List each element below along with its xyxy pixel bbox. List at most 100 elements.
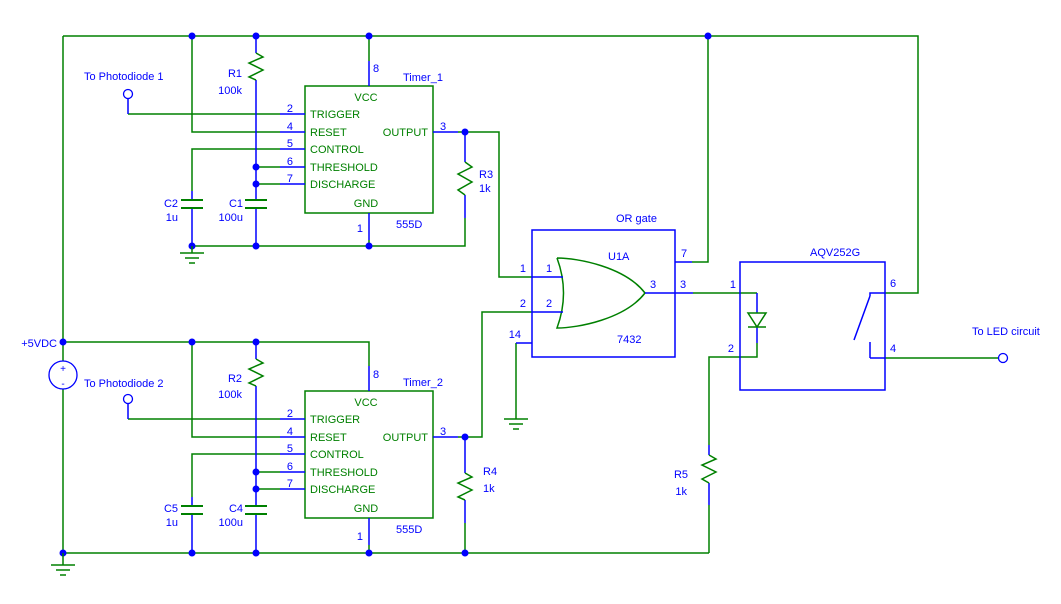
optocoupler-pinnum-6: 6 — [890, 278, 896, 290]
capacitor-c2[interactable]: C2 1u — [164, 191, 203, 246]
optocoupler-box[interactable] — [739, 261, 886, 391]
resistor-r2-body[interactable] — [247, 358, 265, 387]
resistor-r5-ref: R5 — [674, 469, 688, 481]
junction-dot — [461, 549, 469, 557]
timer1-pinnum-3: 3 — [440, 121, 446, 133]
resistor-r2[interactable]: R2 100k — [218, 342, 265, 505]
or-gate-pinnum-3-outer: 3 — [680, 279, 686, 291]
terminal-photodiode2-label: To Photodiode 2 — [84, 378, 164, 390]
relay-switch-symbol — [853, 292, 885, 359]
timer2-pinnum-8: 8 — [373, 369, 379, 381]
timer2-pin-trigger: TRIGGER — [310, 414, 360, 426]
timer2-pin-reset: RESET — [310, 432, 347, 444]
terminal-photodiode1-pin[interactable] — [122, 88, 134, 100]
resistor-r5[interactable]: R5 1k — [674, 445, 718, 505]
terminal-photodiode2-pin[interactable] — [122, 393, 134, 405]
wire-or-vcc — [692, 36, 709, 263]
or-gate-pinnum-14: 14 — [509, 329, 521, 341]
timer2-ic[interactable]: Timer_2 555D VCC TRIGGER RESET CONTROL T… — [280, 366, 458, 545]
timer1-pinnum-8: 8 — [373, 63, 379, 75]
timer1-pin-output: OUTPUT — [383, 127, 429, 139]
terminal-led-label: To LED circuit — [972, 326, 1040, 338]
resistor-r1-ref: R1 — [228, 68, 242, 80]
timer1-title: Timer_1 — [403, 72, 443, 84]
optocoupler-title: AQV252G — [810, 247, 860, 259]
optocoupler-pinnum-1: 1 — [730, 279, 736, 291]
capacitor-c1[interactable]: C1 100u — [219, 198, 267, 246]
capacitor-c2-plates[interactable] — [181, 199, 203, 209]
ground-symbol-main — [51, 553, 75, 576]
optocoupler-ic[interactable]: AQV252G 1 2 6 4 — [728, 247, 896, 391]
timer2-title: Timer_2 — [403, 377, 443, 389]
resistor-r3[interactable]: R3 1k — [456, 132, 493, 218]
wire-control2 — [191, 453, 280, 497]
or-gate-pinnum-1-inner: 1 — [546, 263, 552, 275]
resistor-r4-ref: R4 — [483, 466, 497, 478]
capacitor-c4-plates[interactable] — [245, 505, 267, 515]
timer1-ic[interactable]: Timer_1 555D VCC TRIGGER RESET CONTROL T… — [280, 61, 458, 240]
resistor-r1-value: 100k — [218, 85, 242, 97]
timer1-pin-control: CONTROL — [310, 144, 364, 156]
ground-icon — [51, 553, 75, 576]
timer2-pin-output: OUTPUT — [383, 432, 429, 444]
timer1-pin-reset: RESET — [310, 127, 347, 139]
capacitor-c1-ref: C1 — [229, 198, 243, 210]
ground-symbol-timer1 — [180, 246, 204, 264]
terminal-photodiode2[interactable]: To Photodiode 2 — [84, 378, 164, 419]
terminal-led-pin[interactable] — [997, 352, 1009, 364]
voltage-source[interactable]: + - +5VDC — [21, 338, 78, 390]
timer2-pinnum-5: 5 — [287, 443, 293, 455]
capacitor-c5-plates[interactable] — [181, 505, 203, 515]
junction-dots — [59, 32, 712, 557]
capacitor-c5[interactable]: C5 1u — [164, 497, 203, 553]
terminal-photodiode1[interactable]: To Photodiode 1 — [84, 71, 164, 114]
capacitor-c4[interactable]: C4 100u — [219, 503, 267, 553]
or-gate-pinnum-7: 7 — [681, 248, 687, 260]
timer2-pinnum-1: 1 — [357, 531, 363, 543]
resistor-r1-body[interactable] — [247, 52, 265, 81]
resistor-r3-value: 1k — [479, 183, 491, 195]
or-gate-ic[interactable]: OR gate U1A 7432 1 1 2 2 14 7 3 3 — [509, 213, 693, 358]
capacitor-c1-plates[interactable] — [245, 199, 267, 209]
timer1-pinnum-6: 6 — [287, 156, 293, 168]
junction-dot — [365, 549, 373, 557]
timer2-pinnum-3: 3 — [440, 426, 446, 438]
or-gate-symbol[interactable] — [555, 257, 646, 329]
resistor-r1[interactable]: R1 100k — [218, 36, 265, 199]
resistor-r5-body[interactable] — [700, 454, 718, 484]
capacitor-c1-value: 100u — [219, 212, 243, 224]
resistor-r3-body[interactable] — [456, 161, 474, 196]
junction-dot — [365, 242, 373, 250]
or-gate-pinnum-3-inner: 3 — [650, 279, 656, 291]
timer2-pinnum-7: 7 — [287, 478, 293, 490]
voltage-source-minus: - — [61, 379, 64, 390]
led-diode-triangle — [746, 312, 768, 329]
junction-dot — [59, 338, 67, 346]
resistor-r4[interactable]: R4 1k — [456, 437, 497, 523]
terminal-led[interactable]: To LED circuit — [972, 326, 1040, 364]
timer1-pin-threshold: THRESHOLD — [310, 162, 378, 174]
wire-top-rail — [63, 35, 919, 294]
ground-icon — [180, 246, 204, 264]
wire-control1 — [191, 148, 280, 191]
voltage-source-circle[interactable] — [48, 360, 78, 390]
wire-output2-to-or2 — [458, 311, 532, 438]
wire-ground-rail1 — [192, 218, 466, 247]
timer2-pin-discharge: DISCHARGE — [310, 484, 375, 496]
timer1-pinnum-2: 2 — [287, 103, 293, 115]
junction-dot — [704, 32, 712, 40]
or-gate-pinnum-2-outer: 2 — [520, 298, 526, 310]
resistor-r2-value: 100k — [218, 389, 242, 401]
junction-dot — [188, 32, 196, 40]
led-diode-symbol — [746, 293, 768, 343]
resistor-r4-body[interactable] — [456, 472, 474, 501]
resistor-r4-value: 1k — [483, 483, 495, 495]
timer2-pin-stubs — [280, 366, 458, 545]
or-gate-title: OR gate — [616, 213, 657, 225]
resistor-r5-value: 1k — [675, 486, 687, 498]
wire-reset1 — [191, 36, 280, 133]
timer1-pinnum-5: 5 — [287, 138, 293, 150]
capacitor-c5-value: 1u — [166, 517, 178, 529]
timer2-part: 555D — [396, 524, 422, 536]
